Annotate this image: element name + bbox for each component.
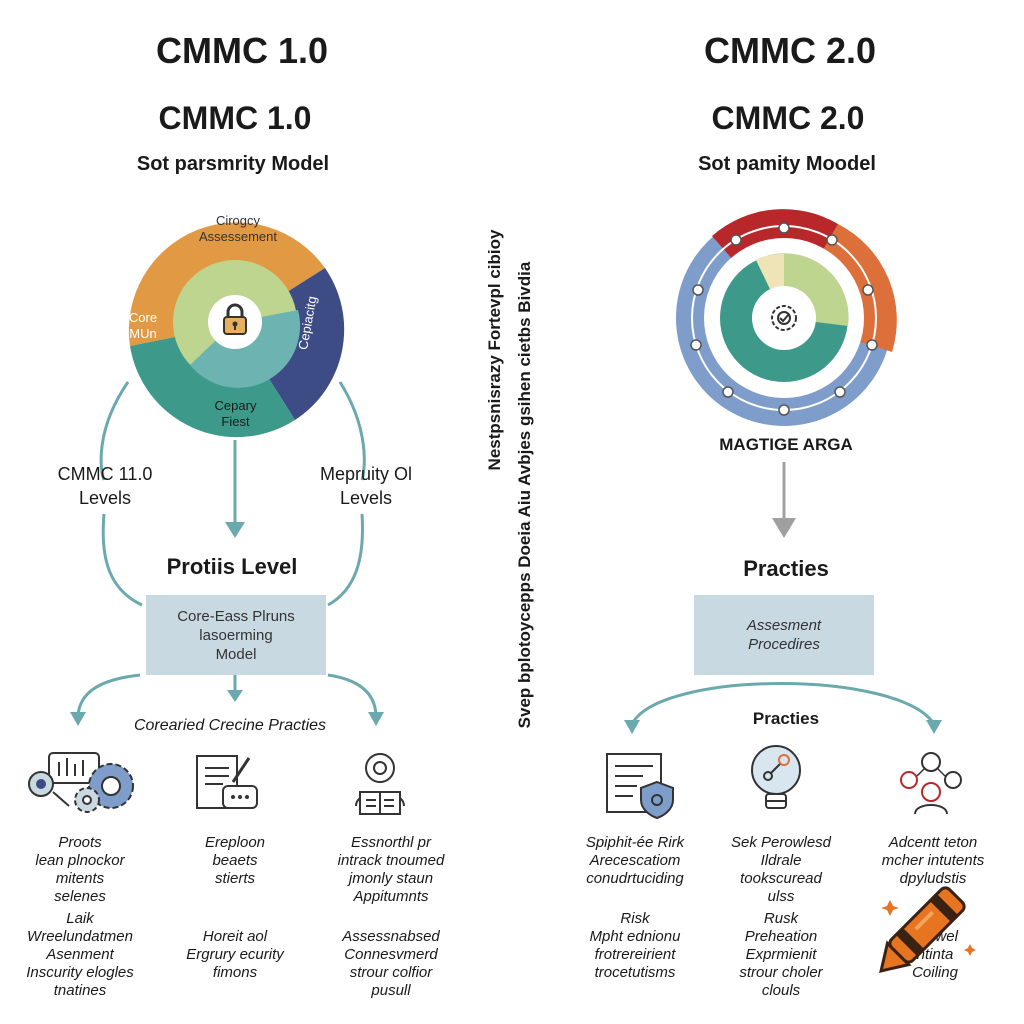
gear-icon: [771, 305, 797, 331]
left-title-top: CMMC 1.0: [155, 30, 329, 71]
left-subtitle: Sot parsmrity Model: [136, 153, 330, 175]
left-col3-text-b: Assessnabsed Connesvmerd strour colfior …: [342, 928, 440, 999]
padlock-icon: [223, 303, 247, 335]
right-side-label: Mepruity Ol Levels: [319, 464, 413, 508]
left-side-label: CMMC 11.0 Levels: [57, 464, 153, 508]
right-col1-text-b: Risk Mpht ednionu frotrereirient trocetu…: [589, 910, 681, 981]
wedge-top-label: Cirogcy Assessement: [198, 213, 278, 244]
right-sub-title: Practies: [752, 709, 820, 728]
person-icon: [355, 753, 405, 815]
procedures-box: Assesment Procedires: [694, 595, 874, 675]
right-col2-text-a: Sek Perowlesd Ildrale tookscuread ulss: [730, 834, 832, 905]
wedge-bottom-label: Cepary Fiest: [214, 398, 257, 429]
shield-icon: [606, 753, 674, 820]
left-title: CMMC 1.0: [158, 100, 312, 136]
right-title: CMMC 2.0: [711, 100, 865, 136]
middle-vertical-text-1: Nestpsnisrazy Fortevpl cibioy: [485, 229, 504, 471]
left-col2-text-a: Ereploon beaets stierts: [204, 834, 266, 887]
left-col3-text-a: Essnorthl pr intrack tnoumed jmonly stau…: [337, 834, 445, 905]
people-icon: [900, 752, 962, 815]
level-title: Protiis Level: [166, 554, 298, 579]
level-box: Core-Eass Plruns lasoerming Model: [146, 595, 326, 675]
document-icon: [196, 755, 258, 809]
left-diagram: [70, 222, 384, 726]
right-subtitle: Sot pamity Moodel: [698, 153, 876, 175]
lightbulb-icon: [751, 745, 801, 809]
right-practices-title: Practies: [743, 556, 829, 581]
wedge-left-label: Core MUn: [128, 310, 158, 341]
right-title-top: CMMC 2.0: [703, 30, 877, 71]
right-col2-text-b: Rusk Preheation Exprmienit strour choler…: [739, 910, 823, 999]
left-col1-text-b: Laik Wreelundatmen Asenment Inscurity el…: [26, 910, 134, 999]
crayon-icon: [879, 886, 976, 973]
circle-label: MAGTIGE ARGA: [719, 435, 853, 454]
right-col3-text-a: Adcentt teton mcher intutents dpyludstis: [881, 834, 985, 887]
left-practices-title: Corearied Crecine Practies: [133, 717, 327, 734]
left-col1-text-a: Proots lean plnockor mitents selenes: [35, 834, 125, 905]
right-col1-text-a: Spiphit-ée Rirk Arecescatiom conudrtucid…: [585, 834, 685, 887]
left-col2-text-b: Horeit aol Ergrury ecurity fimons: [186, 928, 284, 981]
right-diagram: [624, 209, 942, 734]
gear-icon: [28, 752, 134, 813]
